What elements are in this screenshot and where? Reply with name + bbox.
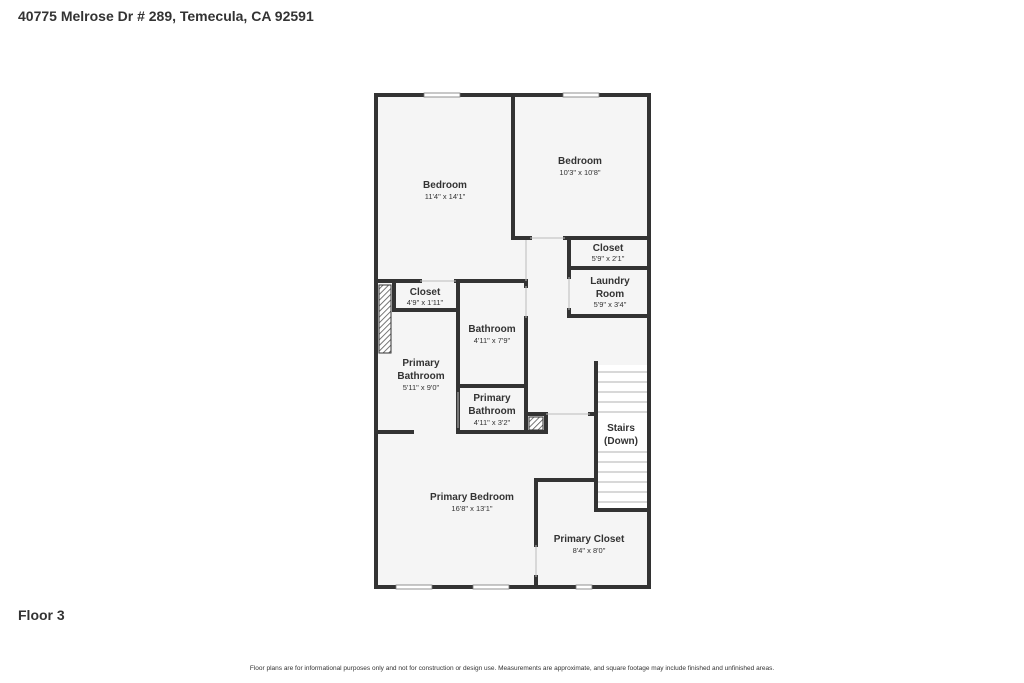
room-closet-left-dims: 4'9" x 1'11"	[407, 298, 444, 307]
room-primary-bathroom-small-name-1: Primary	[473, 393, 511, 404]
door-openings	[420, 237, 590, 577]
window	[423, 92, 461, 98]
floor-label: Floor 3	[18, 607, 65, 623]
room-bathroom-dims: 4'11" x 7'9"	[474, 336, 511, 345]
windows	[395, 92, 600, 590]
room-closet-right-name: Closet	[593, 243, 624, 254]
room-laundry-name-1: Laundry	[590, 276, 630, 287]
room-closet-right-dims: 5'9" x 2'1"	[592, 254, 625, 263]
room-primary-bathroom-small-name-2: Bathroom	[468, 406, 515, 417]
room-primary-closet-name: Primary Closet	[554, 534, 625, 545]
room-bedroom-right-dims: 10'3" x 10'8"	[559, 168, 600, 177]
stairs-name-1: Stairs	[607, 423, 635, 434]
room-closet-left-name: Closet	[410, 287, 441, 298]
listing-address: 40775 Melrose Dr # 289, Temecula, CA 925…	[18, 8, 314, 24]
room-primary-bathroom-name-2: Bathroom	[397, 371, 444, 382]
disclaimer-text: Floor plans are for informational purpos…	[249, 665, 775, 672]
room-primary-bathroom-small-dims: 4'11" x 3'2"	[474, 418, 511, 427]
room-primary-closet-dims: 8'4" x 8'0"	[573, 546, 606, 555]
room-bedroom-left-dims: 11'4" x 14'1"	[425, 192, 466, 201]
hatched-area	[378, 284, 392, 354]
window	[562, 92, 600, 98]
walls	[374, 93, 651, 589]
room-primary-bedroom-name: Primary Bedroom	[430, 492, 514, 503]
window	[395, 584, 433, 590]
room-primary-bathroom-dims: 5'11" x 9'0"	[403, 383, 440, 392]
room-primary-bedroom-dims: 16'8" x 13'1"	[451, 504, 492, 513]
window	[472, 584, 510, 590]
room-bedroom-right-name: Bedroom	[558, 156, 602, 167]
room-bedroom-left-name: Bedroom	[423, 180, 467, 191]
window	[575, 584, 593, 590]
room-primary-bathroom-name-1: Primary	[402, 358, 440, 369]
stair-treads	[598, 365, 647, 508]
room-laundry-dims: 5'9" x 3'4"	[594, 300, 627, 309]
room-bathroom-name: Bathroom	[468, 324, 515, 335]
stairs-name-2: (Down)	[604, 436, 638, 447]
hatched-area	[528, 416, 544, 431]
room-laundry-name-2: Room	[596, 289, 624, 300]
